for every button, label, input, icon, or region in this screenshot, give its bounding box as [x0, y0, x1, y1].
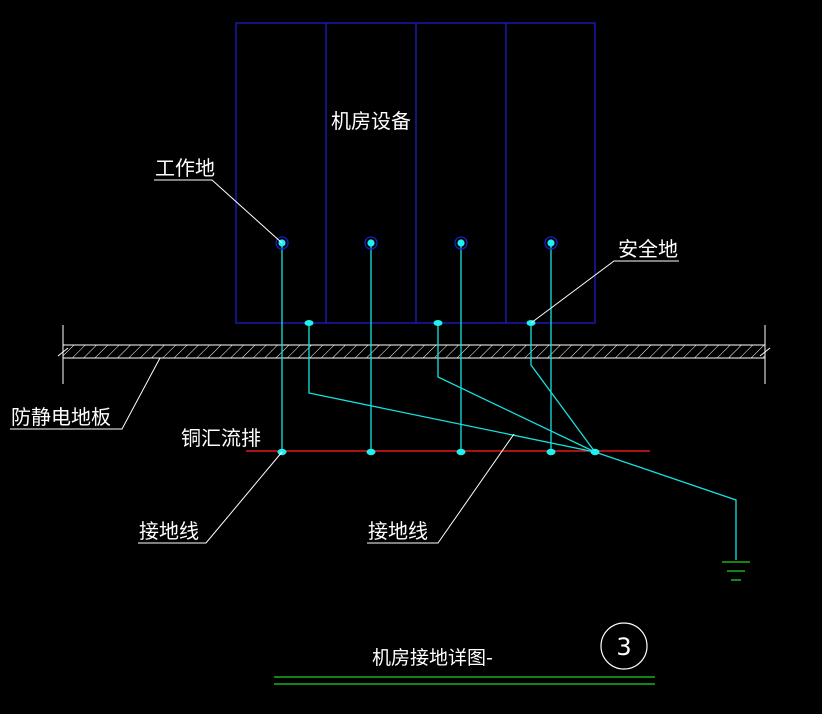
work-ground-label: 工作地 — [155, 156, 215, 180]
floor-break-mark-right — [759, 347, 771, 357]
floor-hatch — [62, 344, 766, 359]
equipment-label: 机房设备 — [331, 109, 411, 133]
leader-ground-wire-left — [138, 451, 283, 544]
detail-number-circle — [600, 622, 648, 670]
leader-work-ground — [154, 179, 283, 244]
leader-antistatic-floor — [10, 357, 161, 430]
detail-number: 3 — [616, 633, 631, 661]
busbar-nodes — [277, 448, 600, 456]
copper-busbar-label: 铜汇流排 — [181, 426, 261, 450]
safety-node — [304, 320, 314, 326]
terminal-dot — [457, 239, 465, 247]
busbar-node — [590, 448, 600, 456]
terminal-ring — [364, 236, 378, 250]
title-block: 机房接地详图- 3 — [274, 622, 655, 685]
safety-ground-wire — [437, 323, 596, 453]
work-ground-wires — [281, 243, 552, 453]
safety-ground-wires — [308, 323, 737, 560]
busbar-node — [546, 448, 556, 456]
terminal-dot — [367, 239, 375, 247]
antistatic-floor — [57, 325, 771, 384]
safety-ground-wire — [308, 323, 596, 453]
leader-lines — [10, 179, 679, 544]
busbar-node — [366, 448, 376, 456]
safety-ground-wire — [530, 323, 596, 453]
busbar-node — [456, 448, 466, 456]
ground-wire-label-left: 接地线 — [139, 519, 199, 543]
drawing-title: 机房接地详图- — [372, 647, 493, 669]
terminal-dot — [547, 239, 555, 247]
leader-ground-wire-right — [367, 433, 515, 544]
floor-break-mark-left — [57, 347, 69, 357]
leader-safety-ground — [530, 260, 679, 324]
ground-wire-label-right: 接地线 — [368, 519, 428, 543]
terminal-ring — [544, 236, 558, 250]
terminal-ring — [454, 236, 468, 250]
safety-ground-label: 安全地 — [618, 237, 678, 261]
earth-wire — [594, 451, 737, 560]
safety-node — [433, 320, 443, 326]
terminal-ring — [275, 236, 289, 250]
equipment-cabinets — [235, 22, 596, 324]
antistatic-floor-label: 防静电地板 — [11, 405, 111, 429]
earth-ground-symbol — [722, 561, 750, 581]
